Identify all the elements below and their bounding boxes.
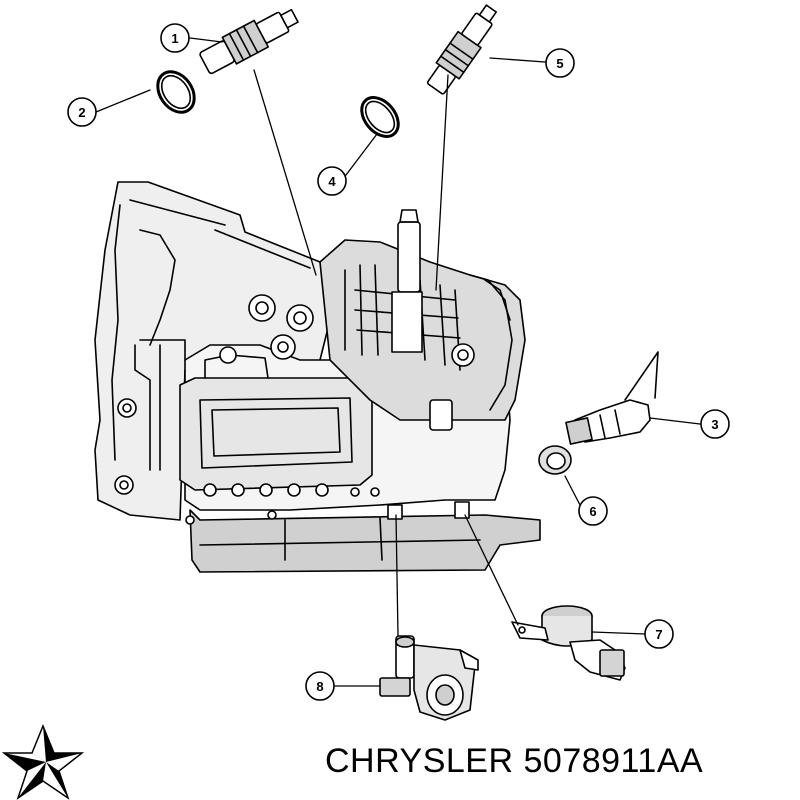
part-7-solenoid — [511, 605, 626, 681]
callout-3: 3 — [700, 409, 730, 439]
part-number: 5078911AA — [523, 742, 704, 780]
callout-4: 4 — [317, 166, 347, 196]
svg-text:7: 7 — [655, 627, 662, 642]
svg-text:8: 8 — [316, 679, 323, 694]
svg-text:6: 6 — [589, 504, 596, 519]
callout-8: 8 — [305, 671, 335, 701]
callout-1: 1 — [160, 23, 190, 53]
svg-text:2: 2 — [78, 105, 85, 120]
part-caption: CHRYSLER 5078911AA — [325, 742, 795, 792]
svg-text:3: 3 — [711, 417, 718, 432]
part-2-o-ring — [156, 70, 196, 114]
brand-name: CHRYSLER — [325, 742, 514, 780]
part-5-sensor — [426, 4, 498, 95]
callout-7: 7 — [644, 619, 674, 649]
part-3-sensor — [565, 351, 659, 445]
svg-text:1: 1 — [171, 31, 178, 46]
callout-5: 5 — [545, 48, 575, 78]
part-1-sensor — [199, 8, 299, 75]
callouts: 1 2 3 4 5 6 7 8 — [67, 23, 730, 701]
pentastar-icon — [2, 724, 84, 800]
part-4-o-ring — [360, 96, 400, 138]
transmission-housing — [94, 181, 541, 573]
callout-6: 6 — [578, 496, 608, 526]
svg-text:4: 4 — [328, 174, 336, 189]
callout-2: 2 — [67, 97, 97, 127]
part-6-seal — [538, 445, 572, 475]
svg-text:5: 5 — [556, 56, 563, 71]
part-8-solenoid — [379, 635, 479, 721]
